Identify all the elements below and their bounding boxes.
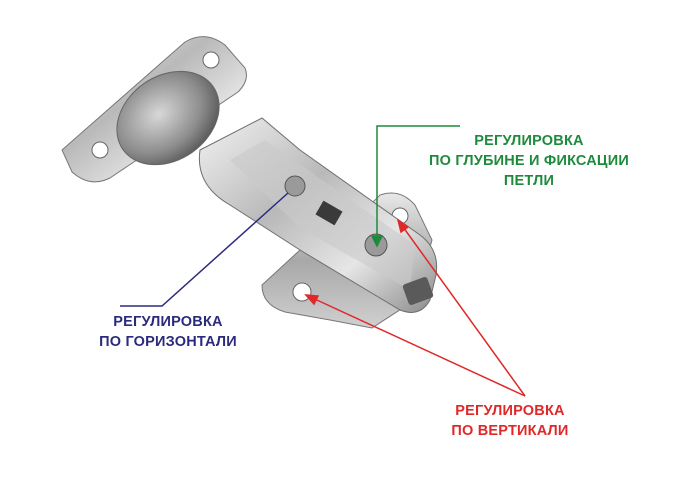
label-line: ПО ВЕРТИКАЛИ [451, 423, 569, 439]
horizontal-adjustment-label: РЕГУЛИРОВКА ПО ГОРИЗОНТАЛИ [68, 312, 268, 352]
label-line: РЕГУЛИРОВКА [474, 133, 584, 149]
vertical-adjustment-label: РЕГУЛИРОВКА ПО ВЕРТИКАЛИ [420, 401, 600, 441]
label-line: РЕГУЛИРОВКА [113, 314, 223, 330]
label-line: РЕГУЛИРОВКА [455, 403, 565, 419]
depth-adjustment-label: РЕГУЛИРОВКА ПО ГЛУБИНЕ И ФИКСАЦИИ ПЕТЛИ [384, 131, 674, 191]
depth-pointer [370, 125, 460, 248]
label-line: ПО ГЛУБИНЕ И ФИКСАЦИИ [429, 153, 629, 169]
label-line: ПО ГОРИЗОНТАЛИ [99, 334, 237, 350]
vertical-pointer [304, 218, 526, 397]
screw-hole-icon [91, 141, 109, 159]
horizontal-screw-icon [284, 175, 306, 197]
hinge-arm [198, 117, 438, 313]
cup-plate [61, 36, 247, 183]
screw-hole-icon [202, 51, 220, 69]
slot [315, 200, 343, 226]
label-line: ПЕТЛИ [503, 173, 555, 189]
horizontal-pointer [120, 192, 289, 307]
